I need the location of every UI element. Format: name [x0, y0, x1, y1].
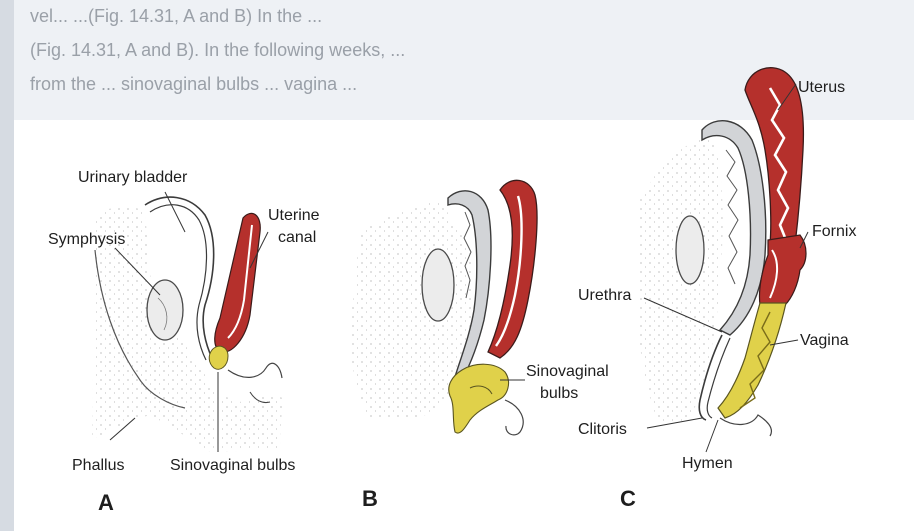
- label-canal: canal: [278, 229, 316, 246]
- panel-b-uterus: [488, 180, 537, 358]
- panel-a: Urinary bladder Symphysis Uterine canal …: [48, 169, 320, 515]
- panel-b-sinovaginal-bulbs-shape: [449, 364, 509, 433]
- label-phallus: Phallus: [72, 457, 124, 474]
- label-urinary-bladder: Urinary bladder: [78, 169, 188, 186]
- panel-letter-b: B: [362, 486, 378, 511]
- panel-c-tissue: [638, 135, 722, 425]
- label-sinovaginal-b: Sinovaginal: [526, 363, 609, 380]
- label-vagina: Vagina: [800, 332, 849, 349]
- panel-b: Sinovaginal bulbs B: [350, 180, 609, 511]
- panel-c: Uterus Fornix Urethra Vagina Clitoris Hy…: [578, 68, 856, 511]
- panel-a-uterine-canal: [215, 213, 261, 352]
- background-text-line-3: from the ... sinovaginal bulbs ... vagin…: [30, 74, 357, 94]
- label-uterine: Uterine: [268, 207, 320, 224]
- panel-a-symphysis-shape: [147, 280, 183, 340]
- panel-a-sinovaginal-bulbs-shape: [209, 346, 228, 369]
- label-clitoris: Clitoris: [578, 421, 627, 438]
- panel-letter-c: C: [620, 486, 636, 511]
- label-bulbs-b: bulbs: [540, 385, 578, 402]
- label-uterus: Uterus: [798, 79, 845, 96]
- panel-letter-a: A: [98, 490, 114, 515]
- panel-c-symphysis-shape: [676, 216, 704, 284]
- label-fornix: Fornix: [812, 223, 856, 240]
- label-urethra: Urethra: [578, 287, 631, 304]
- background-text-line-2: (Fig. 14.31, A and B). In the following …: [30, 40, 405, 60]
- label-symphysis: Symphysis: [48, 231, 125, 248]
- label-sinovaginal-bulbs-a: Sinovaginal bulbs: [170, 457, 295, 474]
- panel-b-symphysis-shape: [422, 249, 454, 321]
- background-text-line-1: vel... ...(Fig. 14.31, A and B) In the .…: [30, 6, 322, 26]
- label-hymen: Hymen: [682, 455, 733, 472]
- page-edge-shadow: [0, 0, 14, 531]
- panel-c-fornix: [759, 235, 806, 305]
